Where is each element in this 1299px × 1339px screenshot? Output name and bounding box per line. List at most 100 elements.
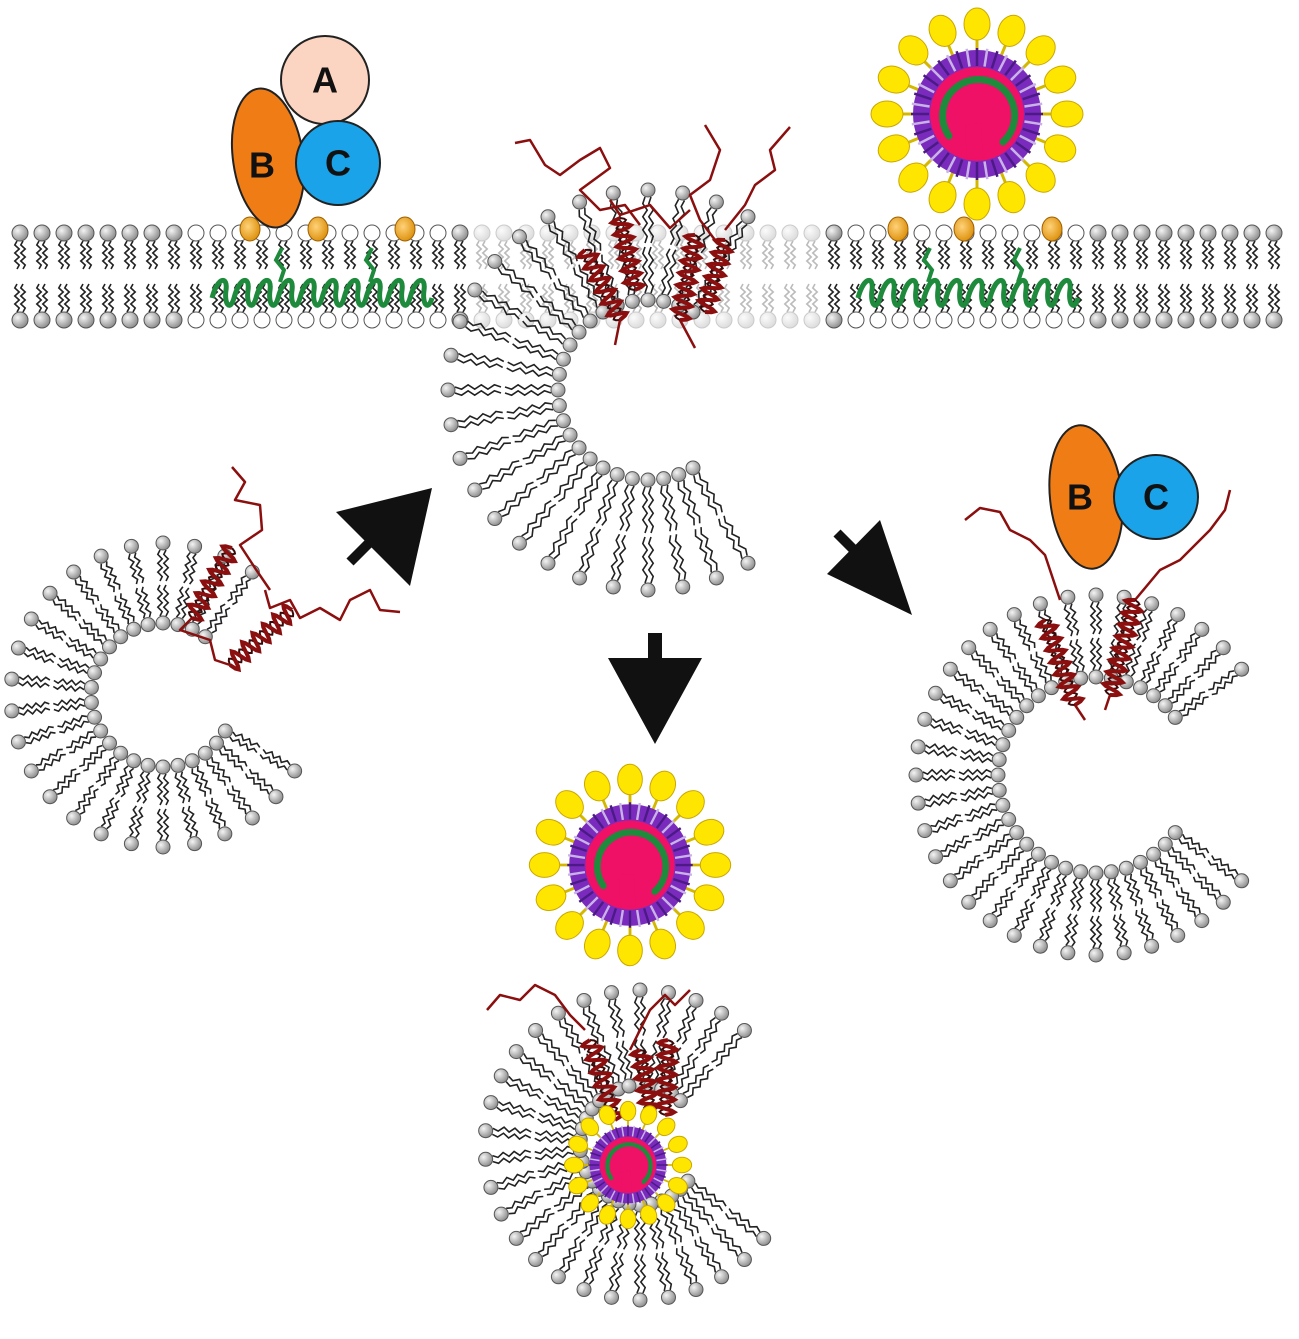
lipid bbox=[55, 283, 73, 329]
lipid-tail bbox=[498, 1176, 536, 1190]
lipid-head bbox=[121, 311, 139, 329]
lipid bbox=[1001, 224, 1019, 270]
lipid-tail bbox=[855, 240, 863, 270]
lipid-head bbox=[93, 651, 109, 667]
lipid-head bbox=[287, 763, 303, 779]
lipid-head bbox=[528, 1022, 544, 1038]
lipid-head bbox=[407, 311, 425, 329]
lipid-tail bbox=[767, 283, 775, 313]
lipid-tail bbox=[547, 283, 555, 313]
lipid-head bbox=[656, 471, 672, 487]
lipid-tail bbox=[991, 636, 1012, 663]
lipid bbox=[123, 805, 144, 852]
peptide-tail bbox=[608, 199, 691, 230]
lipid-tail bbox=[767, 240, 775, 270]
lipid-tail bbox=[145, 240, 153, 270]
lipid-tail bbox=[123, 240, 131, 270]
lipid-head bbox=[1044, 854, 1060, 870]
lipid-tail bbox=[35, 240, 43, 270]
lipid-tail bbox=[105, 561, 121, 590]
lipid bbox=[942, 854, 984, 889]
envelope-stripe bbox=[922, 74, 939, 87]
envelope-stripe bbox=[1022, 127, 1041, 136]
lipid-head bbox=[632, 1292, 648, 1308]
lipid-tail bbox=[601, 481, 619, 526]
lipid-tail bbox=[1009, 240, 1017, 270]
lipid bbox=[478, 1123, 532, 1141]
lipid bbox=[935, 224, 953, 270]
lipid-tail bbox=[687, 1068, 714, 1099]
lipid bbox=[217, 723, 261, 754]
lipid bbox=[493, 1190, 544, 1222]
lipid bbox=[55, 224, 73, 270]
lipid-tail bbox=[996, 679, 1021, 704]
lipid-head bbox=[576, 1282, 592, 1298]
peptide-tail bbox=[1103, 694, 1112, 711]
lipid-tail bbox=[932, 819, 963, 833]
lipid-tail bbox=[1135, 283, 1143, 313]
peptide-chains bbox=[178, 124, 1232, 1122]
lipid bbox=[114, 753, 142, 798]
lipid-tail bbox=[1141, 283, 1149, 313]
lipid-tail bbox=[939, 698, 970, 715]
lipid-tail bbox=[189, 283, 197, 313]
lipid bbox=[847, 224, 865, 270]
lipid-tail bbox=[512, 419, 556, 437]
lipid-tail bbox=[135, 587, 146, 619]
lipid-tail bbox=[522, 320, 564, 345]
peptide-helix bbox=[1099, 597, 1146, 698]
lipid-head bbox=[1155, 224, 1173, 242]
lipid-tail bbox=[661, 1251, 673, 1291]
lipid bbox=[759, 283, 777, 329]
lipid-tail bbox=[534, 1145, 574, 1155]
lipid-tail bbox=[1267, 240, 1275, 270]
lipid-head bbox=[184, 753, 200, 769]
lipid bbox=[42, 585, 82, 622]
lipid bbox=[655, 1251, 676, 1305]
lipid bbox=[671, 467, 701, 526]
spike-head bbox=[640, 1205, 658, 1225]
lipid-head bbox=[1089, 224, 1107, 242]
lipid-head bbox=[714, 1005, 730, 1021]
lipid bbox=[640, 472, 656, 534]
lipid-tail bbox=[1091, 283, 1099, 313]
lipid-tail bbox=[541, 283, 549, 313]
peptide-helix bbox=[579, 1038, 626, 1122]
lipid-tail bbox=[553, 282, 585, 318]
lipid bbox=[341, 224, 359, 270]
lipid-tail bbox=[35, 283, 43, 313]
lipid-tail bbox=[454, 389, 502, 397]
arrow-icon-upright bbox=[336, 488, 432, 586]
lipid-tail bbox=[120, 767, 135, 798]
lipid-tail bbox=[681, 1007, 697, 1045]
lipid-tail bbox=[1069, 240, 1077, 270]
lipid-tail bbox=[975, 650, 1000, 674]
envelope-stripe bbox=[945, 54, 957, 72]
lipid bbox=[1132, 650, 1162, 696]
lipid-tail bbox=[497, 481, 534, 513]
lipid-head bbox=[443, 417, 459, 433]
lipid-tail bbox=[211, 757, 231, 783]
lipid bbox=[528, 1022, 570, 1067]
envelope-stripe bbox=[911, 120, 930, 126]
lipid-tail bbox=[255, 240, 263, 270]
lipid-tail bbox=[971, 715, 1002, 731]
lipid-tail bbox=[693, 475, 718, 516]
lipid-head bbox=[737, 311, 755, 329]
envelope-stripe bbox=[573, 884, 590, 895]
lipid-head bbox=[685, 460, 701, 476]
envelope-stripe bbox=[673, 877, 690, 886]
envelope-stripe bbox=[929, 66, 944, 81]
spike-head bbox=[617, 934, 643, 967]
lipid-tail bbox=[849, 283, 857, 313]
virus-genome bbox=[605, 1142, 653, 1184]
peptide-helix bbox=[668, 233, 707, 322]
lipid-tail bbox=[1163, 283, 1171, 313]
lipid bbox=[1221, 224, 1239, 270]
lipid-tail bbox=[578, 209, 596, 253]
helix-front bbox=[1099, 597, 1146, 698]
lipid-head bbox=[493, 1068, 509, 1084]
lipid bbox=[640, 536, 656, 598]
lipid-tail bbox=[327, 240, 335, 270]
lipid bbox=[197, 745, 231, 786]
